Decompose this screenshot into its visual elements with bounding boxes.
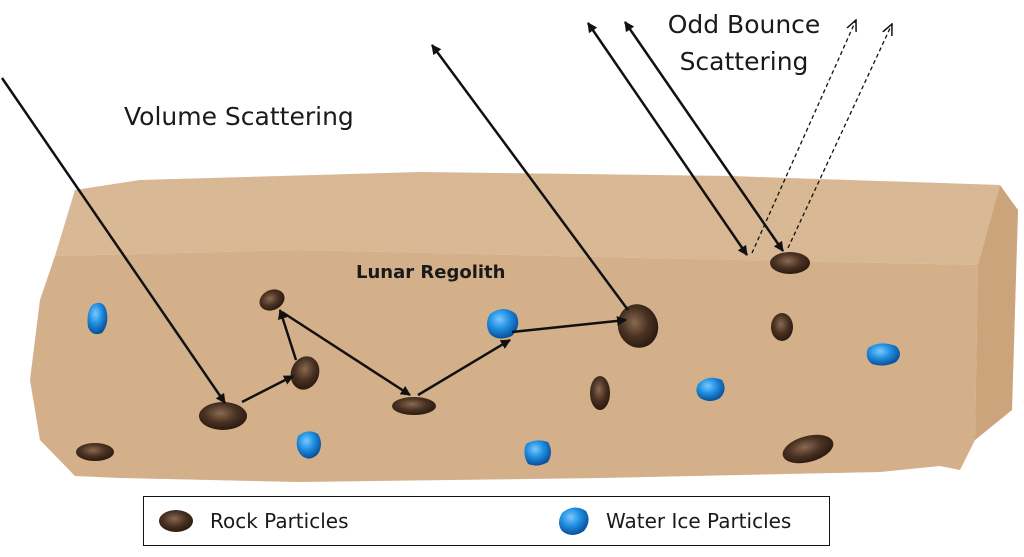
incident-ray xyxy=(623,21,785,252)
ice-particle xyxy=(487,309,519,339)
scatter-ray xyxy=(281,310,411,397)
volume-scattering-label: Volume Scattering xyxy=(124,102,354,131)
rock-particle-icon xyxy=(159,510,193,532)
scatter-ray xyxy=(417,338,511,397)
ice-particle xyxy=(696,377,725,401)
legend-ice-label: Water Ice Particles xyxy=(606,509,792,533)
reflected-ray-dashed xyxy=(787,24,892,249)
volume-scattering-path xyxy=(0,44,630,404)
incident-ray xyxy=(586,22,749,256)
odd-bounce-label: Odd Bounce Scattering xyxy=(664,6,824,80)
rock-particles xyxy=(76,252,834,464)
scatter-ray xyxy=(511,315,627,334)
legend: Rock Particles Water Ice Particles xyxy=(143,496,830,546)
ice-particle xyxy=(296,431,321,459)
rock-particle xyxy=(259,289,285,311)
rock-particle xyxy=(590,376,610,410)
odd-bounce-rays xyxy=(586,20,892,256)
scatter-ray xyxy=(241,374,294,404)
odd-bounce-label-line1: Odd Bounce xyxy=(667,10,821,39)
incident-ray xyxy=(0,77,227,404)
rock-particle xyxy=(290,356,320,390)
rock-particle xyxy=(771,313,793,341)
regolith-block xyxy=(30,172,1018,482)
emergent-ray xyxy=(430,44,630,311)
ice-particle xyxy=(87,302,108,335)
ice-particle xyxy=(524,440,551,466)
ice-particle xyxy=(866,343,900,366)
water-ice-particle-icon xyxy=(559,507,589,535)
legend-rock-label: Rock Particles xyxy=(210,509,349,533)
regolith-front-face xyxy=(30,250,978,482)
rock-particle xyxy=(392,397,436,415)
scatter-ray xyxy=(277,309,298,361)
rock-particle xyxy=(199,402,247,430)
regolith-side-face xyxy=(975,185,1018,440)
ice-particles xyxy=(87,302,900,466)
reflected-ray-dashed xyxy=(751,20,856,254)
rock-particle xyxy=(76,443,114,461)
lunar-regolith-label: Lunar Regolith xyxy=(356,262,506,283)
rock-particle xyxy=(782,434,834,464)
regolith-top-face xyxy=(55,172,1000,265)
rock-particle xyxy=(770,252,810,274)
odd-bounce-label-line2: Scattering xyxy=(679,47,809,76)
rock-particle xyxy=(617,304,659,348)
